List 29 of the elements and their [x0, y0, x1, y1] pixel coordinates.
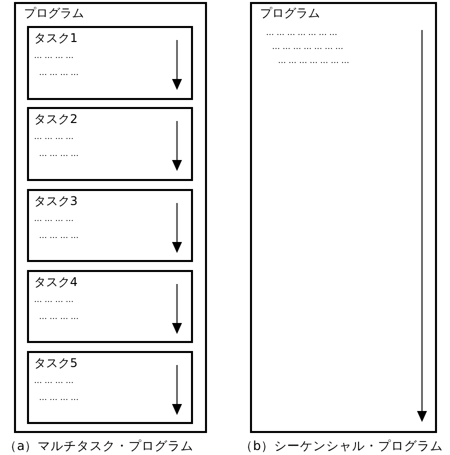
- task-title: タスク5: [34, 356, 78, 370]
- placeholder-dots: … … … … … … …: [278, 56, 350, 66]
- placeholder-dots: … … … …: [34, 214, 74, 224]
- task-box: [27, 270, 193, 343]
- task-box: [27, 351, 193, 424]
- placeholder-dots: … … … … … … …: [266, 28, 338, 38]
- placeholder-dots: … … … …: [39, 312, 79, 322]
- task-box: [27, 26, 193, 100]
- task-title: タスク1: [34, 31, 78, 45]
- program-box: [14, 2, 207, 433]
- task-title: タスク3: [34, 194, 78, 208]
- task-title: タスク2: [34, 112, 78, 126]
- caption: （a）マルチタスク・プログラム: [4, 438, 194, 453]
- placeholder-dots: … … … …: [34, 376, 74, 386]
- placeholder-dots: … … … …: [34, 51, 74, 61]
- placeholder-dots: … … … …: [39, 149, 79, 159]
- program-box: [250, 2, 437, 433]
- program-title: プログラム: [260, 6, 320, 20]
- task-box: [27, 107, 193, 181]
- placeholder-dots: … … … …: [39, 231, 79, 241]
- task-box: [27, 189, 193, 262]
- placeholder-dots: … … … …: [34, 295, 74, 305]
- caption: （b）シーケンシャル・プログラム: [240, 438, 443, 453]
- placeholder-dots: … … … … … … …: [272, 42, 344, 52]
- placeholder-dots: … … … …: [34, 132, 74, 142]
- placeholder-dots: … … … …: [39, 393, 79, 403]
- task-title: タスク4: [34, 275, 78, 289]
- placeholder-dots: … … … …: [39, 68, 79, 78]
- program-title: プログラム: [24, 6, 84, 20]
